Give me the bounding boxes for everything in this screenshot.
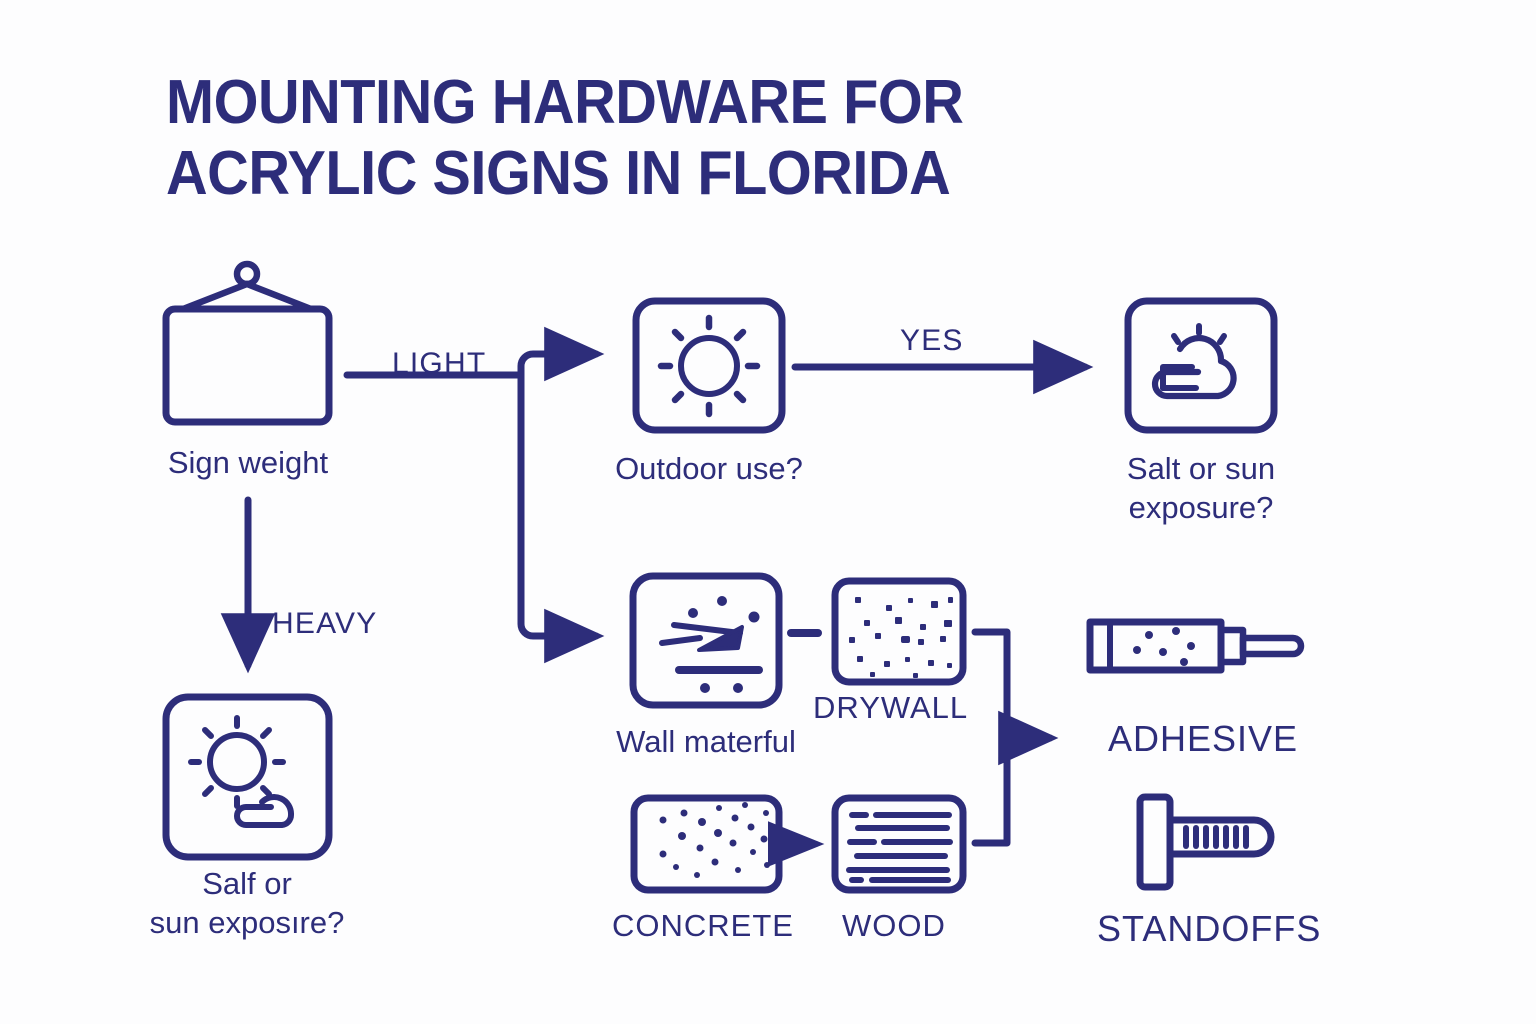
- sun-behind-cloud-icon: [1124, 297, 1278, 434]
- node-label-outdoor-use: Outdoor use?: [615, 451, 803, 486]
- title-line-2: ACRYLIC SIGNS IN FLORIDA: [166, 138, 951, 208]
- node-label-salt-sun-top-line1: Salt or sun: [1126, 451, 1276, 486]
- title-line-1: MOUNTING HARDWARE FOR: [166, 68, 964, 137]
- node-label-sign-weight: Sign weight: [167, 445, 329, 480]
- speckled-panel-icon: [630, 794, 783, 894]
- material-label-drywall: DRYWALL: [813, 690, 969, 725]
- adhesive-tube-icon: [1086, 618, 1305, 674]
- sun-icon: [632, 297, 786, 434]
- edge-label-heavy: HEAVY: [272, 607, 378, 640]
- node-label-wall-material: Wall materful: [616, 724, 796, 759]
- node-label-salt-sun-bottom: Salf or sun exposıre?: [97, 865, 397, 943]
- outcome-label-standoffs: STANDOFFS: [1097, 908, 1322, 949]
- wall-texture-icon: [629, 572, 783, 709]
- page-title: MOUNTING HARDWARE FOR ACRYLIC SIGNS IN F…: [166, 68, 1189, 209]
- hanging-sign-icon: [162, 260, 333, 426]
- material-label-wood: WOOD: [842, 908, 946, 943]
- connector-light-branch: [343, 326, 605, 664]
- node-label-salt-sun-top-line2: exposure?: [1128, 489, 1274, 525]
- wood-grain-icon: [831, 794, 967, 894]
- speckled-panel-icon: [831, 577, 967, 686]
- node-label-salt-sun-top: Salt or sun exposure?: [1051, 450, 1351, 528]
- edge-label-light: LIGHT: [392, 347, 487, 380]
- sun-with-cloud-icon: [162, 693, 333, 861]
- edge-label-yes: YES: [900, 324, 964, 357]
- node-label-salt-sun-bottom-line2: sun exposıre?: [149, 904, 345, 940]
- node-label-salt-sun-bottom-line1: Salf or: [202, 866, 292, 901]
- material-label-concrete: CONCRETE: [612, 908, 794, 943]
- connector-merge-adhesive: [971, 628, 1059, 847]
- outcome-label-adhesive: ADHESIVE: [1108, 718, 1299, 759]
- standoff-bolt-icon: [1136, 793, 1275, 891]
